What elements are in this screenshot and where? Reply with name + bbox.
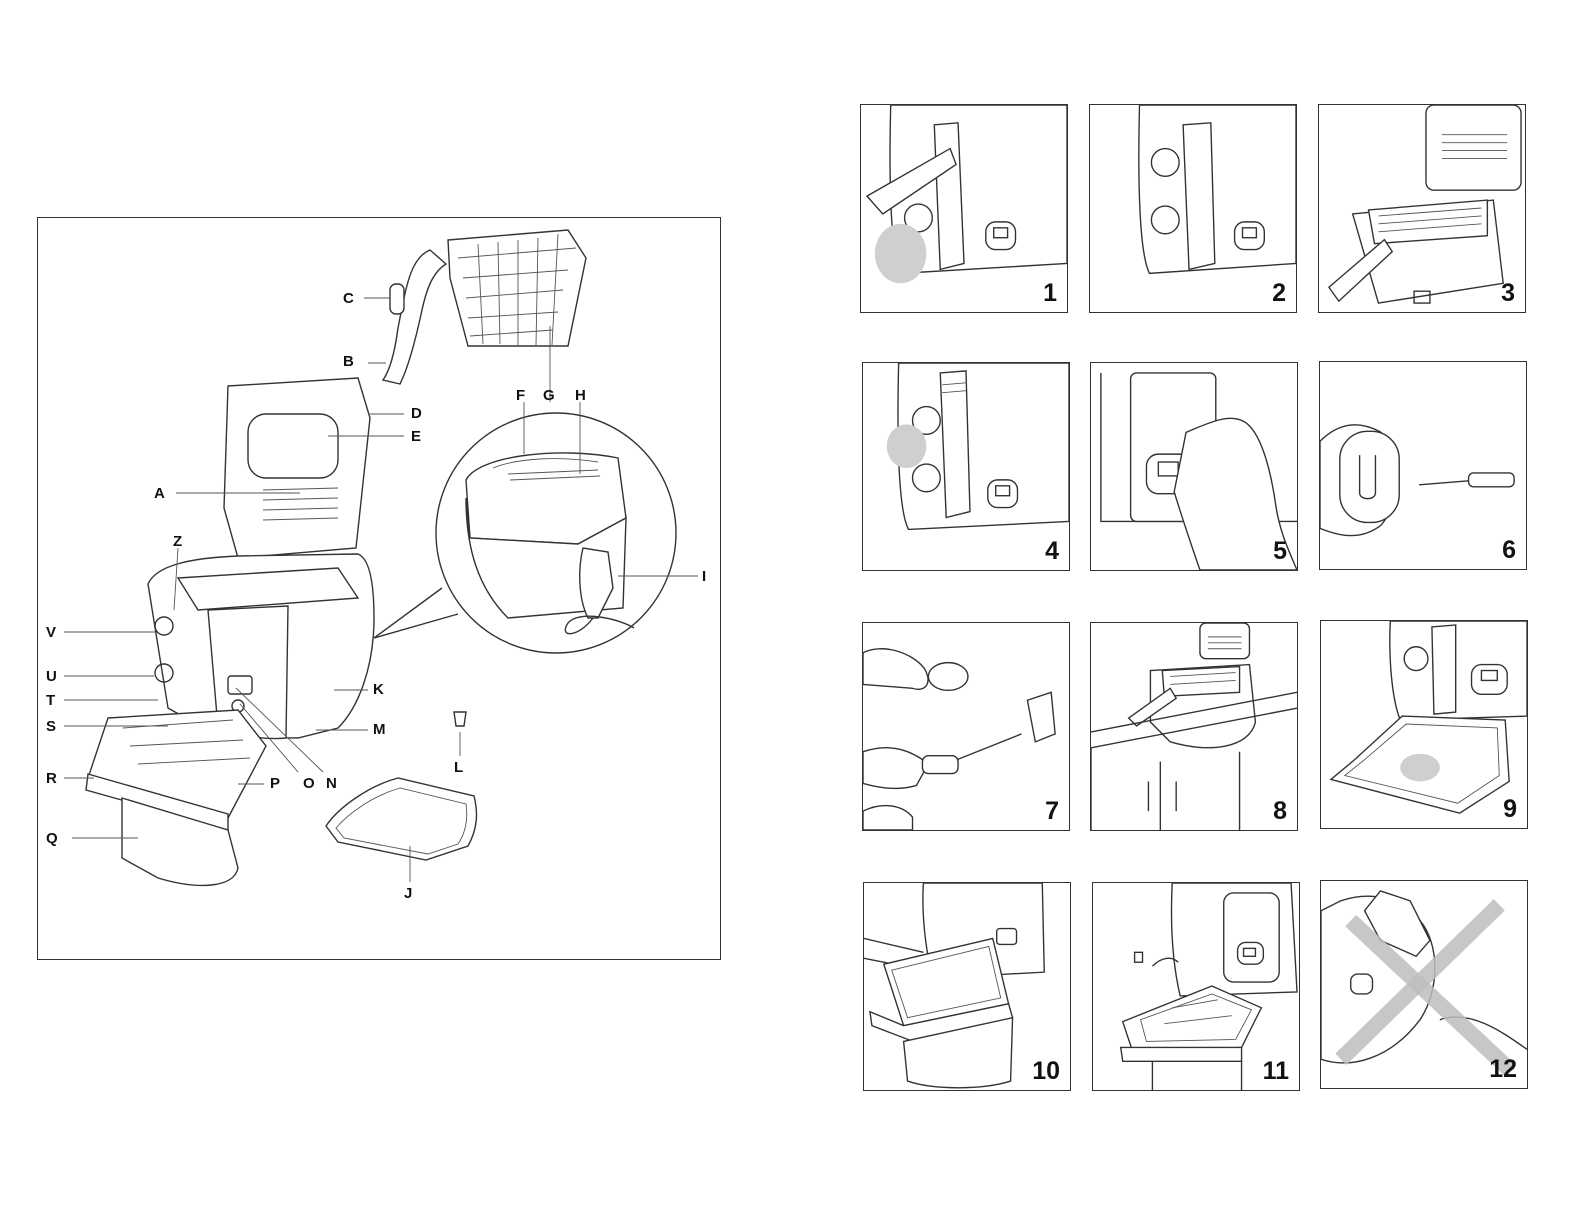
step-panel-10: 10	[863, 882, 1071, 1091]
step-panel-4: 4	[862, 362, 1070, 571]
step-panel-9: 9	[1320, 620, 1528, 829]
callout-g: G	[543, 387, 555, 404]
step-panel-2: 2	[1089, 104, 1297, 313]
callout-n: N	[326, 775, 337, 792]
filter-frame	[325, 777, 478, 861]
callout-a: A	[154, 485, 165, 502]
callout-i: I	[702, 568, 707, 585]
oil-container	[85, 709, 267, 887]
callout-e: E	[411, 428, 422, 445]
callout-p: P	[270, 775, 281, 792]
step-number: 7	[1045, 797, 1059, 825]
step-number: 5	[1273, 537, 1287, 565]
callout-c: C	[343, 290, 354, 307]
leader-lines	[64, 297, 698, 882]
callout-b: B	[343, 353, 354, 370]
callout-k: K	[373, 681, 384, 698]
callout-r: R	[46, 770, 57, 787]
step-number: 1	[1043, 279, 1057, 307]
callout-d: D	[411, 405, 422, 422]
fryer-illustration	[64, 229, 698, 887]
callout-o: O	[303, 775, 315, 792]
frying-basket	[381, 229, 587, 385]
callout-z: Z	[173, 533, 183, 550]
callout-t: T	[46, 692, 56, 709]
callout-j: J	[404, 885, 413, 902]
step-number: 12	[1489, 1055, 1517, 1083]
callout-s: S	[46, 718, 57, 735]
step-number: 3	[1501, 279, 1515, 307]
callout-f: F	[516, 387, 526, 404]
cap-detail	[453, 711, 467, 727]
step-number: 11	[1262, 1057, 1289, 1085]
appliance-exploded-diagram: C B D E A F G H I Z V U T S R Q K M L O …	[37, 217, 721, 960]
callout-u: U	[46, 668, 57, 685]
callout-l: L	[454, 759, 464, 776]
zoom-detail	[373, 412, 677, 654]
step-number: 9	[1503, 795, 1517, 823]
step-panel-7: 7	[862, 622, 1070, 831]
step-panel-3: 3	[1318, 104, 1526, 313]
callout-h: H	[575, 387, 586, 404]
step-number: 10	[1032, 1057, 1060, 1085]
step-panel-12: 12	[1320, 880, 1528, 1089]
step-panel-6: 6	[1319, 361, 1527, 570]
step-number: 2	[1272, 279, 1286, 307]
step-panel-1: 1	[860, 104, 1068, 313]
callout-v: V	[46, 624, 57, 641]
step-panel-8: 8	[1090, 622, 1298, 831]
step-number: 8	[1273, 797, 1287, 825]
step-number: 4	[1045, 537, 1059, 565]
step-number: 6	[1502, 536, 1516, 564]
fryer-body	[147, 377, 375, 740]
step-panel-5: 5	[1090, 362, 1298, 571]
step-panel-11: 11	[1092, 882, 1300, 1091]
callout-m: M	[373, 721, 386, 738]
callout-q: Q	[46, 830, 58, 847]
